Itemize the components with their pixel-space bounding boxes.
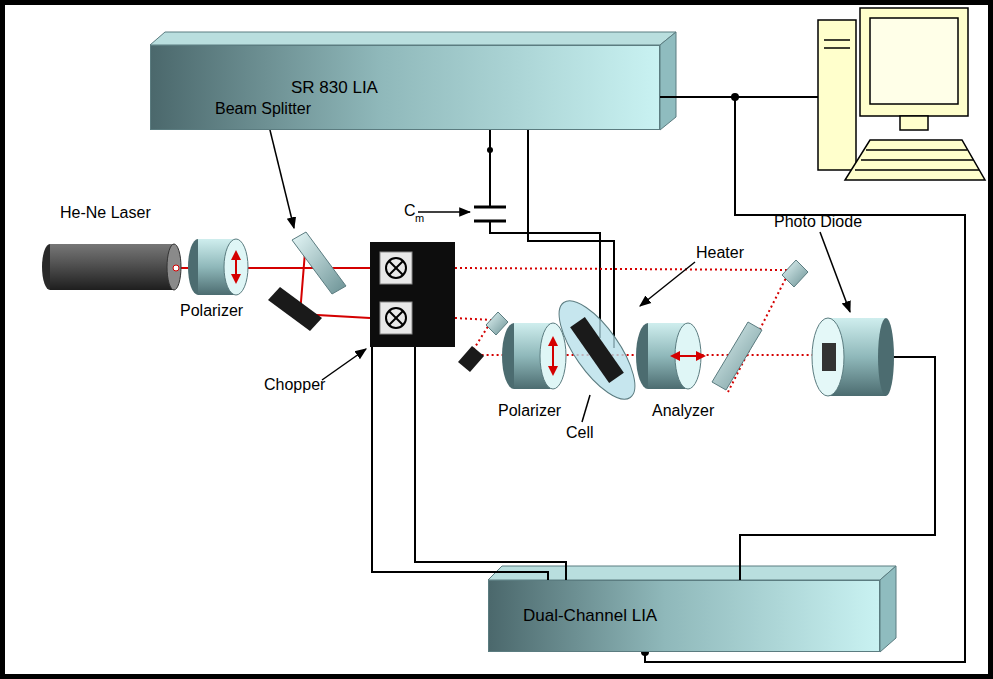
part-label: Beam Splitter — [215, 100, 311, 118]
signal-wire — [372, 97, 935, 580]
instrument-box: Dual-Channel LIA — [488, 580, 880, 652]
instrument-name: SR 830 LIA — [291, 78, 378, 98]
polarizer-optic — [502, 323, 566, 389]
part-label: Cell — [566, 424, 594, 442]
instrument-box: SR 830 LIA — [150, 45, 660, 130]
computer-icon — [818, 8, 985, 180]
sample-cell — [546, 290, 649, 410]
photodiode — [812, 318, 894, 396]
chopper-box — [370, 242, 455, 347]
instrument-name: Dual-Channel LIA — [523, 606, 657, 626]
polarizer-optic — [188, 239, 248, 295]
part-label: Polarizer — [180, 302, 243, 320]
laser-tube — [42, 244, 181, 290]
mirror — [268, 287, 322, 331]
part-label: Analyzer — [652, 402, 714, 420]
beam-splitter — [292, 232, 346, 294]
part-label: He-Ne Laser — [60, 204, 151, 222]
part-label: Heater — [696, 244, 744, 262]
part-label: C — [404, 202, 416, 220]
part-label: Chopper — [264, 376, 325, 394]
capacitor-symbol — [474, 207, 506, 221]
analyzer-optic — [636, 323, 704, 389]
part-label: Photo Diode — [774, 213, 862, 231]
beam-splitter — [712, 322, 762, 390]
data-cable — [645, 97, 965, 662]
part-label: m — [415, 212, 424, 224]
part-label: Polarizer — [498, 402, 561, 420]
